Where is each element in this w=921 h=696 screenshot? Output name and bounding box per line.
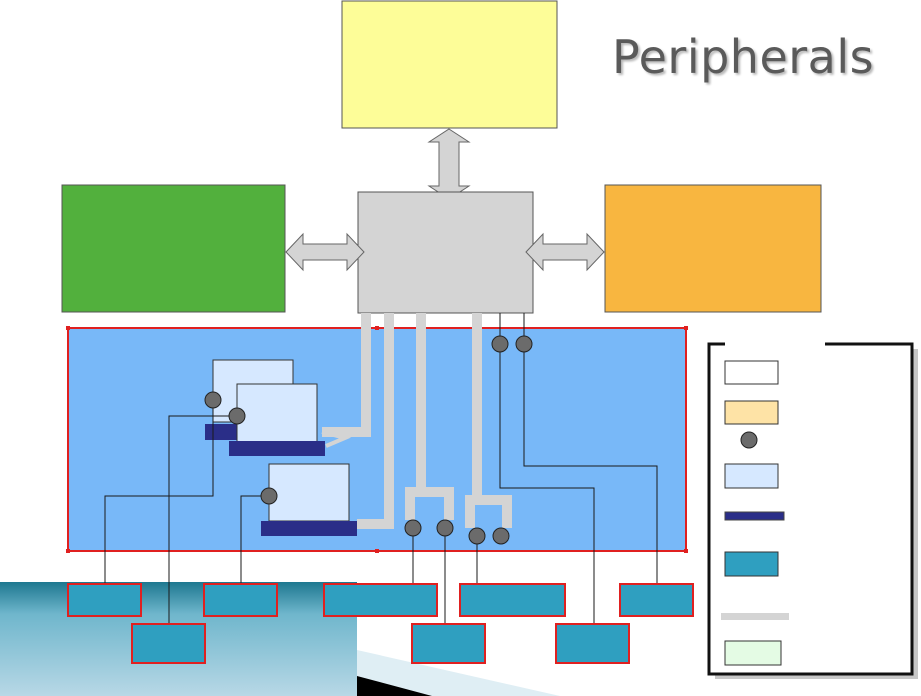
hub-block	[357, 191, 534, 314]
connector-dot	[260, 487, 278, 505]
connector-dots	[204, 335, 533, 545]
signal-wires	[104, 344, 658, 624]
bus-line-3	[405, 313, 454, 520]
connector-dot	[204, 391, 222, 409]
legend-light-green-box	[724, 640, 782, 666]
peripheral-box	[323, 583, 438, 617]
connector-dot	[468, 527, 486, 545]
footer-wedge	[357, 650, 560, 696]
slide-title: Peripherals	[612, 30, 875, 84]
region-corner-marks	[66, 326, 688, 553]
peripheral-box	[411, 623, 486, 664]
peripheral-bus-region	[67, 327, 687, 552]
legend-panel	[707, 340, 918, 679]
connector-dot	[404, 519, 422, 537]
peripheral-box	[203, 583, 278, 617]
legend-orange-box	[724, 400, 779, 425]
peripheral-box	[555, 623, 630, 664]
legend-white-box	[724, 360, 779, 385]
bus-line-1-spur	[321, 430, 352, 448]
module-box-c	[268, 463, 350, 522]
legend-light-blue-box	[724, 463, 779, 489]
top-block	[341, 0, 558, 129]
connector-dot	[228, 407, 246, 425]
peripheral-box	[619, 583, 694, 617]
bus-lines	[322, 313, 512, 529]
connector-dot	[436, 519, 454, 537]
legend-dark-bar	[724, 511, 785, 521]
pad-bar-c	[261, 521, 357, 536]
connector-dot	[491, 335, 509, 353]
legend-dot	[740, 431, 758, 449]
right-double-arrow	[525, 232, 605, 272]
pad-bar-b	[229, 441, 325, 456]
bus-line-1	[322, 313, 371, 437]
bus-line-2	[357, 313, 394, 529]
bus-line-4	[465, 313, 512, 528]
left-block	[61, 184, 286, 313]
module-box-b	[236, 383, 318, 445]
left-double-arrow	[285, 232, 365, 272]
pad-bar-a	[205, 424, 242, 440]
footer-dark-wedge	[357, 676, 432, 696]
connector-dot	[515, 335, 533, 353]
legend-grey-line	[721, 613, 789, 620]
peripheral-box	[131, 623, 206, 664]
connector-dot	[492, 527, 510, 545]
right-block	[604, 184, 822, 313]
vertical-double-arrow	[427, 128, 471, 200]
legend-teal-box	[724, 551, 779, 577]
peripheral-box	[459, 583, 566, 617]
peripheral-box	[67, 583, 142, 617]
peripheral-boxes	[67, 583, 694, 664]
